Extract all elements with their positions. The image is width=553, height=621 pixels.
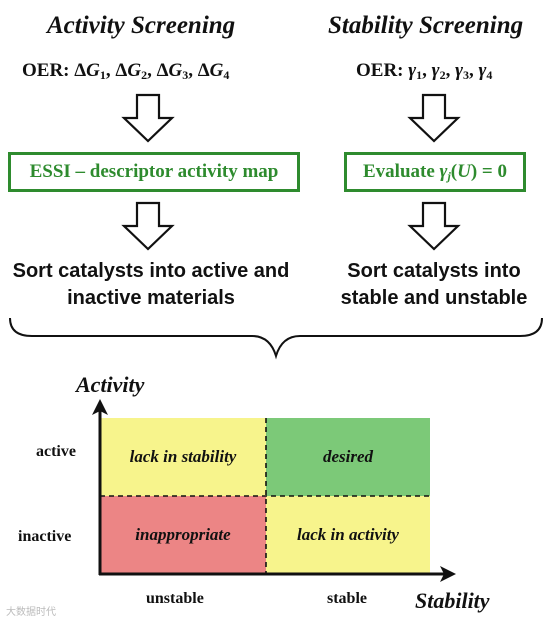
x-tick-stable: stable xyxy=(327,590,367,607)
down-arrow-icon xyxy=(407,93,461,143)
flow-arrows-layer xyxy=(9,93,543,360)
y-tick-inactive: inactive xyxy=(18,528,72,545)
x-axis-arrowhead-icon xyxy=(440,566,456,582)
stability-oer-line: OER: γ1, γ2, γ3, γ4 xyxy=(356,60,493,82)
down-arrow-icon xyxy=(121,93,175,143)
evaluate-gamma-box: Evaluate γj(U) = 0 xyxy=(344,152,526,192)
y-axis-arrowhead-icon xyxy=(92,399,108,415)
cell-lack-in-activity: lack in activity xyxy=(266,496,430,574)
activity-sort-line1: Sort catalysts into active and xyxy=(12,260,290,282)
evaluate-prefix: Evaluate xyxy=(363,161,435,182)
evaluate-suffix: = 0 xyxy=(481,161,507,182)
stability-oer-prefix: OER: xyxy=(356,60,404,81)
cell-inappropriate: inappropriate xyxy=(100,496,266,574)
stability-screening-title: Stability Screening xyxy=(328,12,524,39)
stability-sort-line2: stable and unstable xyxy=(340,287,528,309)
essi-activity-map-box: ESSI – descriptor activity map xyxy=(8,152,300,192)
stability-sort-text: Sort catalysts into stable and unstable xyxy=(322,258,546,312)
activity-oer-line: OER: ΔG1, ΔG2, ΔG3, ΔG4 xyxy=(22,60,230,82)
x-axis-label: Stability xyxy=(415,588,490,613)
x-tick-unstable: unstable xyxy=(146,590,204,607)
cell-lack-in-stability: lack in stability xyxy=(100,418,266,496)
watermark: 大数据时代 xyxy=(6,607,56,618)
cell-desired: desired xyxy=(266,418,430,496)
y-axis-label: Activity xyxy=(76,372,145,397)
curly-brace-icon xyxy=(9,317,543,360)
activity-oer-prefix: OER: xyxy=(22,60,70,81)
activity-sort-line2: inactive materials xyxy=(67,287,235,309)
activity-screening-title: Activity Screening xyxy=(47,12,236,39)
down-arrow-icon xyxy=(121,201,175,251)
y-tick-active: active xyxy=(36,443,76,460)
down-arrow-icon xyxy=(407,201,461,251)
stability-sort-line1: Sort catalysts into xyxy=(347,260,521,282)
matrix-axes xyxy=(92,399,456,582)
activity-sort-text: Sort catalysts into active and inactive … xyxy=(0,258,302,312)
